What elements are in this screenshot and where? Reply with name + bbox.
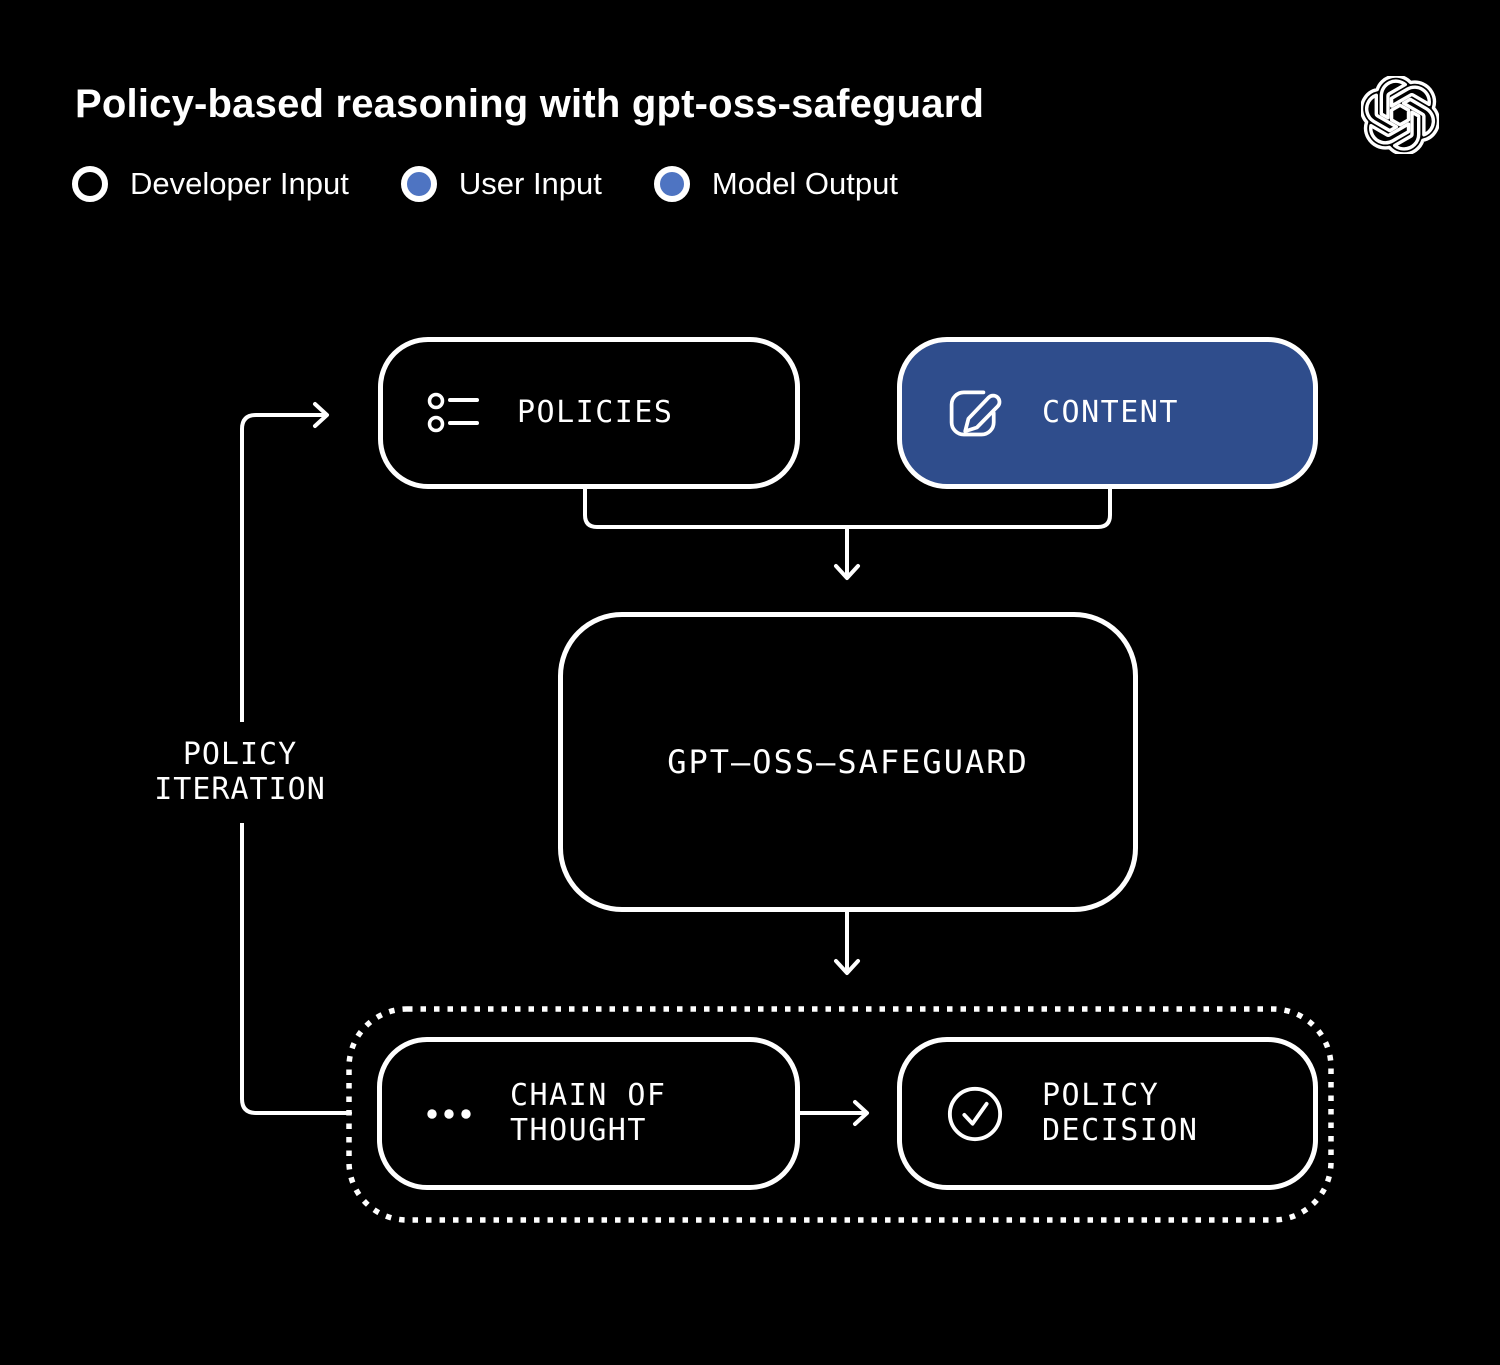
openai-logo-icon xyxy=(1361,76,1439,154)
check-circle-icon xyxy=(947,1086,1003,1141)
loop-label-line2: ITERATION xyxy=(154,771,326,807)
policy-iteration-label: POLICY ITERATION xyxy=(144,722,336,823)
node-label: CHAIN OF THOUGHT xyxy=(510,1078,667,1148)
edit-pencil-icon xyxy=(949,390,1002,437)
node-label-line1: POLICY xyxy=(1042,1078,1160,1114)
node-content: CONTENT xyxy=(897,337,1318,489)
node-label-line1: CHAIN OF xyxy=(510,1078,667,1114)
filled-circle-icon xyxy=(400,166,437,202)
node-label: CONTENT xyxy=(1042,394,1179,430)
node-label: POLICY DECISION xyxy=(1042,1078,1199,1148)
page-title: Policy-based reasoning with gpt-oss-safe… xyxy=(75,82,985,126)
loop-label: POLICY ITERATION xyxy=(154,737,326,807)
node-label-line2: THOUGHT xyxy=(510,1112,647,1148)
node-label-line2: DECISION xyxy=(1042,1112,1199,1148)
node-label: POLICIES xyxy=(517,394,674,430)
legend-label: Developer Input xyxy=(130,166,349,201)
legend: Developer Input User Input Model Output xyxy=(72,166,898,202)
policy-iteration-arrow-head xyxy=(313,402,329,428)
legend-item-developer-input: Developer Input xyxy=(72,166,349,202)
legend-item-user-input: User Input xyxy=(400,166,602,202)
node-chain-of-thought: CHAIN OF THOUGHT xyxy=(377,1037,800,1190)
arrow-to-model-head xyxy=(834,564,860,580)
arrow-cot-to-decision-head xyxy=(853,1100,869,1126)
legend-label: User Input xyxy=(458,166,602,201)
node-policies: POLICIES xyxy=(378,337,800,489)
legend-item-model-output: Model Output xyxy=(653,166,898,202)
merge-connector-line xyxy=(583,487,1112,529)
arrow-to-output-head xyxy=(834,959,860,975)
filled-circle-icon xyxy=(653,166,690,202)
hollow-circle-icon xyxy=(72,166,108,202)
node-gpt-oss-safeguard: GPT–OSS–SAFEGUARD xyxy=(558,612,1138,912)
model-output-group-border xyxy=(346,1006,1334,1223)
list-icon xyxy=(427,392,479,433)
loop-label-line1: POLICY xyxy=(182,737,298,772)
node-label: GPT–OSS–SAFEGUARD xyxy=(667,742,1029,781)
ellipsis-icon xyxy=(427,1108,471,1119)
node-policy-decision: POLICY DECISION xyxy=(897,1037,1318,1190)
legend-label: Model Output xyxy=(711,166,898,201)
